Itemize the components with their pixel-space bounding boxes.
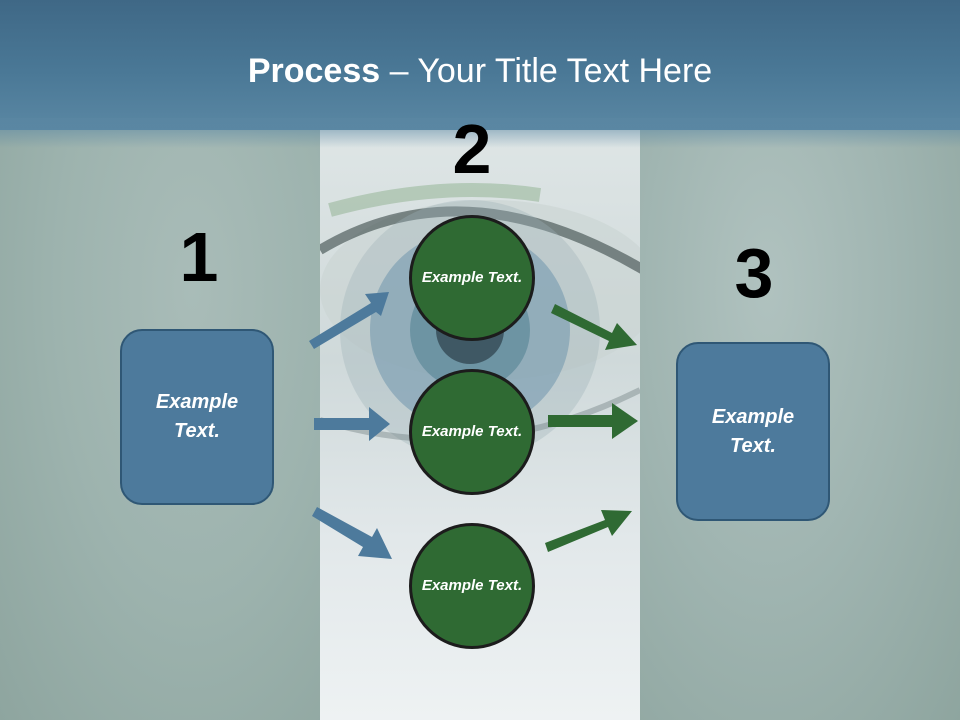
slide-title: Process – Your Title Text Here — [0, 52, 960, 91]
arrow-1-to-bottom — [312, 507, 392, 559]
arrow-bottom-to-3 — [545, 510, 632, 552]
circle-middle-text: Example Text. — [421, 423, 523, 441]
arrow-middle-to-3 — [548, 403, 638, 439]
step-1-text: Example Text. — [155, 391, 239, 442]
title-bold: Process — [247, 52, 381, 90]
step-number-3: 3 — [734, 234, 774, 312]
circle-middle: Example Text. — [409, 369, 535, 495]
title-banner-fade — [0, 118, 960, 148]
circle-top: Example Text. — [409, 215, 535, 341]
arrow-1-to-top — [309, 292, 389, 349]
step-3-box: Example Text. — [676, 342, 830, 521]
circle-bottom: Example Text. — [409, 523, 535, 649]
arrow-1-to-middle — [314, 407, 390, 441]
title-rest: – Your Title Text Here — [380, 52, 713, 90]
title-banner — [0, 0, 960, 130]
step-number-2: 2 — [452, 110, 492, 188]
step-3-text: Example Text. — [711, 405, 795, 457]
step-1-box: Example Text. — [120, 329, 274, 505]
arrow-top-to-3 — [551, 304, 637, 350]
step-number-1: 1 — [179, 218, 219, 296]
circle-bottom-text: Example Text. — [421, 577, 523, 595]
circle-top-text: Example Text. — [421, 269, 523, 287]
